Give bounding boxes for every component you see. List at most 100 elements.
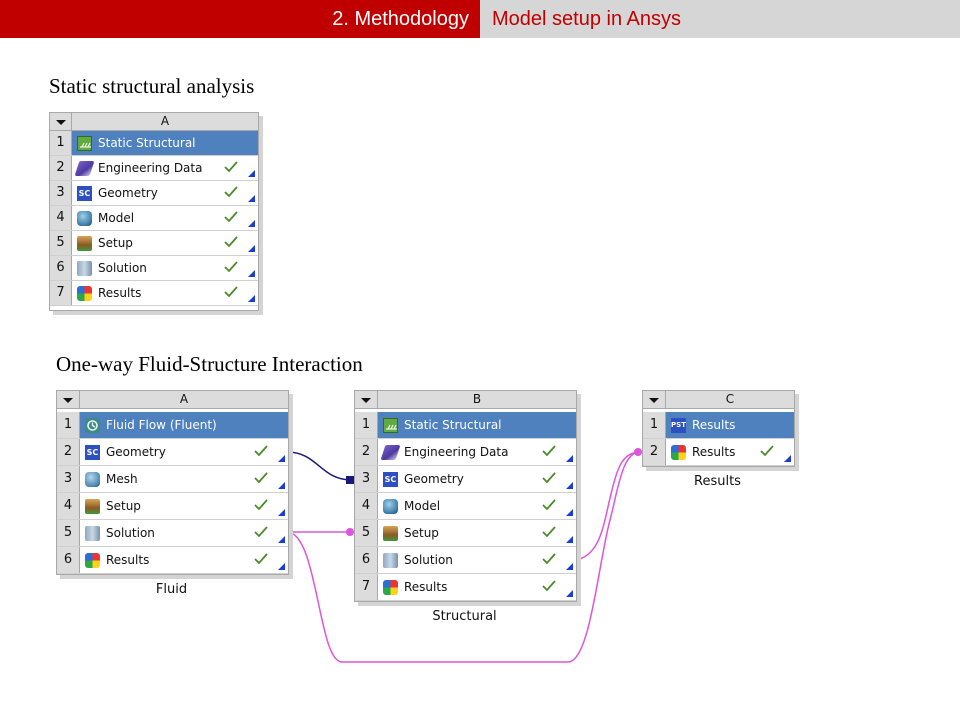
system-header: C [643,391,794,409]
model-icon [77,211,92,226]
row-number: 4 [355,493,378,519]
up-to-date-check-icon [223,260,239,274]
geometry-link-end [346,476,354,484]
up-to-date-check-icon [253,552,269,566]
row-number: 1 [57,412,80,438]
row-cell[interactable]: Solution [378,547,576,573]
up-to-date-check-icon [223,185,239,199]
row-cell[interactable]: Engineering Data [378,439,576,465]
row-cell[interactable]: Engineering Data [72,156,258,180]
cell-status-corner-icon [566,482,573,489]
static-structural-icon [77,136,92,151]
row-cell[interactable]: Model [378,493,576,519]
system-menu-arrow-icon[interactable] [355,391,378,409]
system-menu-arrow-icon[interactable] [50,113,72,131]
model-icon [383,499,398,514]
row-number: 2 [57,439,80,465]
row-cell[interactable]: Results [378,574,576,600]
system-header: A [50,113,258,131]
static-section-title: Static structural analysis [49,74,255,98]
row-label: Mesh [106,472,138,486]
row-label: Model [404,499,441,513]
engineering-data-icon [74,161,95,176]
row-number: 4 [57,493,80,519]
system-menu-arrow-icon[interactable] [57,391,80,409]
up-to-date-check-icon [223,210,239,224]
row-cell[interactable]: Solution [72,256,258,280]
row-label: Engineering Data [404,445,509,459]
row-label: Solution [98,261,147,275]
geometry-sc-icon: SC [383,472,398,487]
row-cell[interactable]: Fluid Flow (Fluent) [80,412,288,438]
row-label: Fluid Flow (Fluent) [106,418,217,432]
up-to-date-check-icon [541,471,557,485]
cell-status-corner-icon [566,563,573,570]
solution-icon [85,526,100,541]
row-cell[interactable]: Mesh [80,466,288,492]
row-cell[interactable]: Setup [80,493,288,519]
solution-icon [77,261,92,276]
system-column-letter: A [72,113,258,131]
row-cell[interactable]: Results [80,547,288,573]
results-icon [77,286,92,301]
static-structural-icon [383,418,398,433]
row-cell[interactable]: Static Structural [72,131,258,155]
row-label: Solution [106,526,155,540]
cell-status-corner-icon [248,295,255,302]
row-number: 4 [50,206,72,230]
row-label: Geometry [106,445,166,459]
row-cell[interactable]: Results [666,439,794,465]
up-to-date-check-icon [253,444,269,458]
row-number: 3 [50,181,72,205]
row-cell[interactable]: Solution [80,520,288,546]
system-cell-row[interactable]: 4 Model [355,493,576,520]
up-to-date-check-icon [253,471,269,485]
up-to-date-check-icon [541,498,557,512]
row-label: Setup [404,526,439,540]
fluid-results-link [286,451,641,663]
setup-icon [383,526,398,541]
row-number: 5 [57,520,80,546]
system-cell-row[interactable]: 1 Fluid Flow (Fluent) [57,412,288,439]
row-number: 3 [57,466,80,492]
row-cell[interactable]: Setup [72,231,258,255]
up-to-date-check-icon [759,444,775,458]
row-cell[interactable]: Static Structural [378,412,576,438]
row-cell[interactable]: Setup [378,520,576,546]
system-menu-arrow-icon[interactable] [643,391,666,409]
row-number: 6 [57,547,80,573]
system-cell-row[interactable]: 3 Mesh [57,466,288,493]
row-cell[interactable]: Model [72,206,258,230]
system-cell-row[interactable]: 5 Solution [57,520,288,547]
row-cell[interactable]: Results [72,281,258,305]
row-label: Results [692,418,736,432]
row-label: Solution [404,553,453,567]
